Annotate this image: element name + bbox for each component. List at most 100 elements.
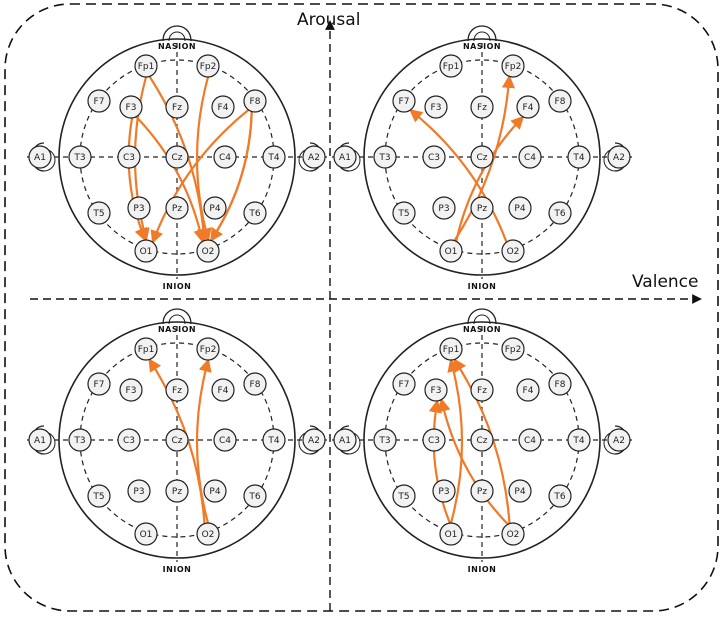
electrode-Fp1: Fp1 [134, 54, 158, 78]
electrode-circle [28, 428, 52, 452]
electrode-circle [196, 522, 220, 546]
electrode-label: Cz [171, 153, 182, 163]
nasion-label: NASION [158, 325, 196, 334]
nose-outline [467, 308, 497, 325]
outer-frame [4, 3, 719, 612]
electrode-C3: C3 [117, 145, 141, 169]
electrode-P4: P4 [508, 479, 532, 503]
electrode-label: Cz [171, 436, 182, 446]
electrode-label: C4 [219, 436, 231, 446]
electrode-circle [501, 54, 525, 78]
electrode-Fp1: Fp1 [134, 337, 158, 361]
electrode-circle [243, 372, 267, 396]
electrode-T4: T4 [567, 145, 591, 169]
electrode-A1: A1 [28, 428, 56, 455]
connection-O1-to-F3 [428, 399, 451, 524]
electrode-circle [333, 145, 357, 169]
electrode-circle [134, 54, 158, 78]
electrode-label: T3 [378, 436, 390, 446]
electrode-T5: T5 [87, 201, 111, 225]
electrode-circle [607, 428, 631, 452]
electrode-circle [203, 196, 227, 220]
electrode-label: F7 [94, 380, 105, 390]
electrode-F8: F8 [243, 372, 267, 396]
electrode-O1: O1 [439, 522, 463, 546]
electrode-circle [508, 196, 532, 220]
electrode-label: F7 [399, 380, 410, 390]
electrode-circle [243, 484, 267, 508]
electrode-circle [87, 484, 111, 508]
electrode-circle [508, 479, 532, 503]
electrode-C4: C4 [213, 428, 237, 452]
electrode-F3: F3 [119, 95, 143, 119]
electrode-label: O2 [507, 530, 520, 540]
electrode-label: T4 [572, 436, 584, 446]
electrode-label: Cz [476, 436, 487, 446]
electrode-Fz: Fz [165, 95, 189, 119]
electrode-circle [567, 428, 591, 452]
electrode-C4: C4 [518, 428, 542, 452]
electrode-label: O2 [507, 247, 520, 257]
electrode-F7: F7 [392, 372, 416, 396]
electrode-label: F8 [250, 97, 261, 107]
connection-O1-to-Fp1 [447, 358, 464, 524]
electrode-circle [567, 145, 591, 169]
electrode-C3: C3 [422, 428, 446, 452]
electrode-label: Pz [172, 204, 182, 214]
electrode-circle [518, 145, 542, 169]
nose-inner-outline [473, 314, 491, 325]
electrode-O2: O2 [196, 522, 220, 546]
electrode-label: Fp1 [138, 345, 155, 355]
electrode-circle [119, 378, 143, 402]
electrode-circle [501, 337, 525, 361]
electrode-circle [439, 239, 463, 263]
electrode-Fp1: Fp1 [439, 54, 463, 78]
electrode-label: A2 [308, 436, 320, 446]
connections [409, 74, 525, 243]
electrode-label: T5 [92, 209, 104, 219]
electrode-label: A1 [34, 153, 46, 163]
electrode-circle [432, 196, 456, 220]
electrode-A2: A2 [298, 428, 326, 455]
electrode-label: C4 [524, 153, 536, 163]
connection-O1-to-Fp2 [453, 74, 516, 242]
electrode-label: F8 [250, 380, 261, 390]
electrode-label: P3 [133, 204, 144, 214]
electrode-label: T4 [267, 153, 279, 163]
electrode-circle [211, 95, 235, 119]
electrode-T4: T4 [262, 145, 286, 169]
electrode-T4: T4 [262, 428, 286, 452]
electrode-label: A2 [613, 436, 625, 446]
electrode-label: P3 [438, 204, 449, 214]
electrode-label: Fp2 [200, 345, 217, 355]
connection-Fp2-to-O2 [195, 76, 212, 242]
electrode-T5: T5 [392, 484, 416, 508]
electrode-P3: P3 [432, 196, 456, 220]
electrode-T4: T4 [567, 428, 591, 452]
electrode-label: O1 [140, 530, 153, 540]
nose-outline [467, 25, 497, 42]
electrode-label: A2 [308, 153, 320, 163]
electrode-circle [243, 89, 267, 113]
nose-inner-outline [473, 31, 491, 42]
electrode-circle [516, 378, 540, 402]
valence-axis-label: Valence [632, 272, 699, 292]
electrode-circle [470, 428, 494, 452]
electrode-T3: T3 [68, 145, 92, 169]
electrode-label: P4 [514, 204, 525, 214]
electrode-O1: O1 [439, 239, 463, 263]
electrode-Fz: Fz [470, 95, 494, 119]
electrode-Cz: Cz [165, 428, 189, 452]
electrode-circle [548, 89, 572, 113]
electrode-label: T5 [92, 492, 104, 502]
electrode-circle [134, 522, 158, 546]
electrode-label: O1 [445, 530, 458, 540]
electrode-F4: F4 [211, 95, 235, 119]
arousal-axis-label: Arousal [297, 10, 360, 30]
electrode-circle [439, 54, 463, 78]
electrode-C3: C3 [422, 145, 446, 169]
electrode-label: T5 [397, 492, 409, 502]
electrode-O2: O2 [501, 522, 525, 546]
